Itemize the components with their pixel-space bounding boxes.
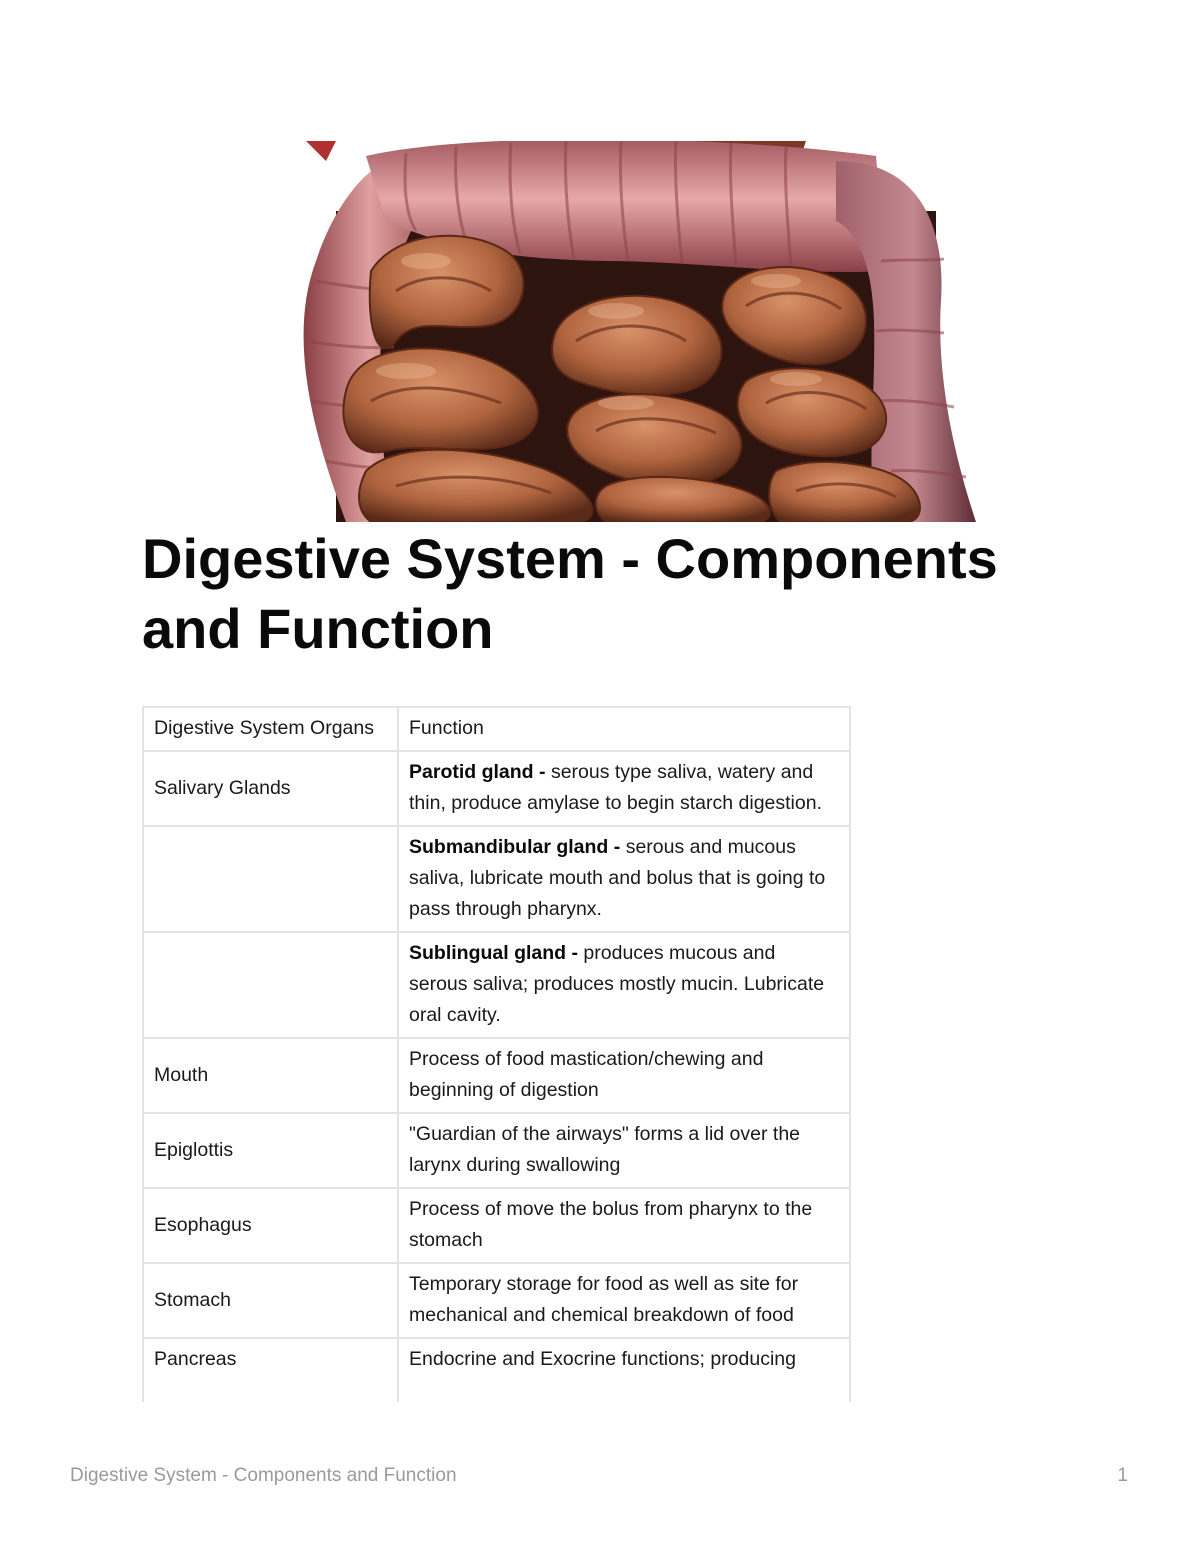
organ-cell: Mouth [142, 1037, 399, 1114]
organ-cell: Stomach [142, 1262, 399, 1339]
table-header-row: Digestive System Organs Function [142, 706, 851, 752]
function-cell: "Guardian of the airways" forms a lid ov… [397, 1112, 851, 1189]
organ-cell: Esophagus [142, 1187, 399, 1264]
page-number: 1 [1117, 1465, 1128, 1486]
digestive-organs-table: Digestive System Organs Function Salivar… [142, 706, 851, 1402]
function-text: serous type saliva, watery and thin, pro… [409, 761, 822, 814]
table-row: Sublingual gland - produces mucous and s… [142, 931, 851, 1039]
organ-cell: Salivary Glands [142, 750, 399, 827]
function-cell: Process of move the bolus from pharynx t… [397, 1187, 851, 1264]
organ-cell: Epiglottis [142, 1112, 399, 1189]
term-separator: - [533, 761, 551, 783]
term-separator: - [566, 942, 584, 964]
organ-cell: Pancreas [142, 1337, 399, 1402]
function-cell: Sublingual gland - produces mucous and s… [397, 931, 851, 1039]
function-text: produces mucous and serous saliva; produ… [409, 942, 825, 1026]
footer-document-title: Digestive System - Components and Functi… [70, 1465, 457, 1486]
digestive-intestines-illustration-icon [276, 141, 978, 522]
function-term: Sublingual gland [409, 942, 567, 964]
table-row: Submandibular gland - serous and mucous … [142, 825, 851, 933]
header-function: Function [397, 706, 851, 752]
organ-cell [142, 931, 399, 1039]
digestive-system-image [276, 141, 978, 522]
term-separator: - [608, 836, 626, 858]
table-row: Mouth Process of food mastication/chewin… [142, 1037, 851, 1114]
table-row: Stomach Temporary storage for food as we… [142, 1262, 851, 1339]
table-row: Esophagus Process of move the bolus from… [142, 1187, 851, 1264]
table-row: Epiglottis "Guardian of the airways" for… [142, 1112, 851, 1189]
function-term: Parotid gland [409, 761, 534, 783]
table-row: Salivary Glands Parotid gland - serous t… [142, 750, 851, 827]
function-cell: Submandibular gland - serous and mucous … [397, 825, 851, 933]
function-cell: Process of food mastication/chewing and … [397, 1037, 851, 1114]
function-cell: Endocrine and Exocrine functions; produc… [397, 1337, 851, 1402]
table-row: Pancreas Endocrine and Exocrine function… [142, 1337, 851, 1402]
function-cell: Temporary storage for food as well as si… [397, 1262, 851, 1339]
organ-cell [142, 825, 399, 933]
header-organs: Digestive System Organs [142, 706, 399, 752]
function-cell: Parotid gland - serous type saliva, wate… [397, 750, 851, 827]
page-title: Digestive System - Components and Functi… [142, 527, 998, 660]
function-text: serous and mucous saliva, lubricate mout… [409, 836, 826, 920]
function-term: Submandibular gland [409, 836, 609, 858]
